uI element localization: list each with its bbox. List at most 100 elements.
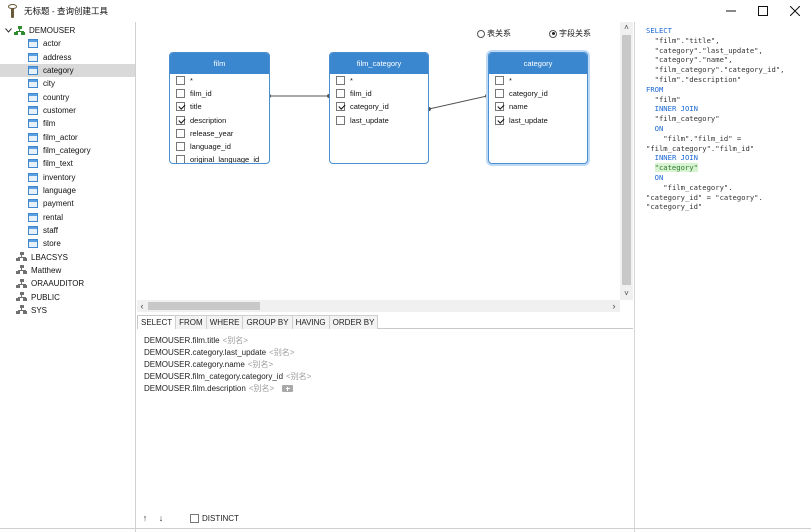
table-box-film-title[interactable]: film — [170, 53, 269, 74]
tree-item-city[interactable]: city — [0, 77, 135, 90]
field-checkbox[interactable] — [336, 102, 345, 112]
distinct-checkbox[interactable] — [190, 513, 199, 523]
radio-table-relation[interactable]: 表关系 — [477, 28, 511, 39]
move-down-arrow-icon[interactable]: ↓ — [158, 513, 164, 523]
close-button[interactable] — [779, 0, 811, 22]
select-row[interactable]: DEMOUSER.film.title<别名> — [144, 335, 248, 346]
move-up-arrow-icon[interactable]: ↑ — [142, 513, 148, 523]
table-field-row[interactable]: * — [330, 74, 428, 87]
field-checkbox[interactable] — [495, 89, 504, 99]
table-field-row[interactable]: * — [170, 74, 269, 87]
table-field-row[interactable]: description — [170, 114, 269, 127]
tree-item-customer[interactable]: customer — [0, 104, 135, 117]
tree-item-country[interactable]: country — [0, 91, 135, 104]
tree-item-store[interactable]: store — [0, 237, 135, 250]
select-alias[interactable]: <别名> — [248, 384, 275, 393]
table-field-row[interactable]: language_id — [170, 140, 269, 153]
field-checkbox[interactable] — [176, 102, 185, 112]
chevron-down-icon[interactable] — [4, 24, 12, 37]
field-checkbox[interactable] — [176, 128, 185, 138]
tree-item-address[interactable]: address — [0, 51, 135, 64]
field-checkbox[interactable] — [336, 115, 345, 125]
tab-order-by[interactable]: ORDER BY — [328, 315, 379, 329]
select-alias[interactable]: <别名> — [247, 360, 274, 369]
tree-schema-matthew[interactable]: Matthew — [0, 264, 135, 277]
maximize-button[interactable] — [747, 0, 779, 22]
field-checkbox[interactable] — [176, 76, 185, 86]
canvas-vertical-scrollbar[interactable]: ˄ ˅ — [620, 22, 633, 300]
sql-preview-panel[interactable]: SELECT "film"."title", "category"."last_… — [634, 22, 811, 532]
table-field-row[interactable]: * — [489, 74, 587, 87]
select-expression[interactable]: DEMOUSER.film.description — [144, 384, 246, 393]
field-checkbox[interactable] — [176, 89, 185, 99]
tree-item-film[interactable]: film — [0, 117, 135, 130]
tree-schema-lbacsys[interactable]: LBACSYS — [0, 251, 135, 264]
tree-item-rental[interactable]: rental — [0, 211, 135, 224]
select-expression[interactable]: DEMOUSER.category.last_update — [144, 348, 267, 357]
select-expression[interactable]: DEMOUSER.category.name — [144, 360, 245, 369]
tree-item-film-category[interactable]: film_category — [0, 144, 135, 157]
table-field-row[interactable]: film_id — [170, 87, 269, 100]
scroll-left-arrow-icon[interactable]: ‹ — [140, 301, 144, 311]
tree-item-language[interactable]: language — [0, 184, 135, 197]
select-expression[interactable]: DEMOUSER.film_category.category_id — [144, 372, 284, 381]
tab-select[interactable]: SELECT — [137, 315, 177, 329]
table-field-row[interactable]: category_id — [489, 87, 587, 100]
tree-schema-public[interactable]: PUBLIC — [0, 291, 135, 304]
table-field-row[interactable]: original_language_id — [170, 153, 269, 163]
field-checkbox[interactable] — [176, 115, 185, 125]
tree-item-actor[interactable]: actor — [0, 37, 135, 50]
scroll-up-arrow-icon[interactable]: ˄ — [624, 23, 629, 32]
minimize-button[interactable] — [715, 0, 747, 22]
field-checkbox[interactable] — [336, 76, 345, 86]
tree-item-staff[interactable]: staff — [0, 224, 135, 237]
tree-item-film-text[interactable]: film_text — [0, 157, 135, 170]
tree-root-demouser[interactable]: DEMOUSER — [0, 24, 135, 37]
canvas-horizontal-scroll-thumb[interactable] — [148, 302, 260, 310]
select-alias[interactable]: <别名> — [286, 372, 312, 381]
tree-schema-sys[interactable]: SYS — [0, 304, 135, 317]
field-name: release_year — [190, 128, 234, 138]
select-alias[interactable]: <别名> — [269, 348, 295, 357]
table-field-row[interactable]: last_update — [489, 114, 587, 127]
scroll-right-arrow-icon[interactable]: › — [612, 301, 616, 311]
canvas-vertical-scroll-thumb[interactable] — [622, 35, 631, 285]
field-checkbox[interactable] — [176, 155, 185, 163]
field-checkbox[interactable] — [176, 142, 185, 152]
select-expression[interactable]: DEMOUSER.film.title — [144, 336, 220, 345]
select-row[interactable]: DEMOUSER.category.last_update<别名> — [144, 347, 294, 358]
field-checkbox[interactable] — [495, 115, 504, 125]
table-field-row[interactable]: category_id — [330, 100, 428, 113]
select-alias[interactable]: <别名> — [222, 336, 248, 345]
tab-from[interactable]: FROM — [175, 315, 207, 329]
select-row[interactable]: DEMOUSER.category.name<别名> — [144, 359, 273, 370]
table-box-film-category-title[interactable]: film_category — [330, 53, 428, 74]
tab-having[interactable]: HAVING — [291, 315, 330, 329]
radio-field-relation[interactable]: 字段关系 — [549, 28, 591, 39]
field-checkbox[interactable] — [495, 76, 504, 86]
tree-item-category[interactable]: category — [0, 63, 135, 77]
table-box-category-title[interactable]: category — [489, 53, 587, 74]
field-checkbox[interactable] — [495, 102, 504, 112]
table-field-row[interactable]: film_id — [330, 87, 428, 100]
tree-schema-oraauditor[interactable]: ORAAUDITOR — [0, 277, 135, 290]
select-row[interactable]: DEMOUSER.film.description<别名> — [144, 383, 294, 394]
table-field-row[interactable]: last_update — [330, 114, 428, 127]
add-field-button[interactable] — [282, 385, 294, 392]
select-row[interactable]: DEMOUSER.film_category.category_id<别名> — [144, 371, 311, 382]
tab-where[interactable]: WHERE — [205, 315, 244, 329]
tree-item-film-actor[interactable]: film_actor — [0, 131, 135, 144]
table-field-row[interactable]: name — [489, 100, 587, 113]
table-field-row[interactable]: title — [170, 100, 269, 113]
field-checkbox[interactable] — [336, 89, 345, 99]
canvas-horizontal-scrollbar[interactable]: ‹ › — [137, 300, 620, 312]
tab-group-by[interactable]: GROUP BY — [242, 315, 293, 329]
tree-item-inventory[interactable]: inventory — [0, 171, 135, 184]
tree-item-payment[interactable]: payment — [0, 197, 135, 210]
table-field-row[interactable]: release_year — [170, 127, 269, 140]
scroll-down-arrow-icon[interactable]: ˅ — [624, 289, 629, 298]
